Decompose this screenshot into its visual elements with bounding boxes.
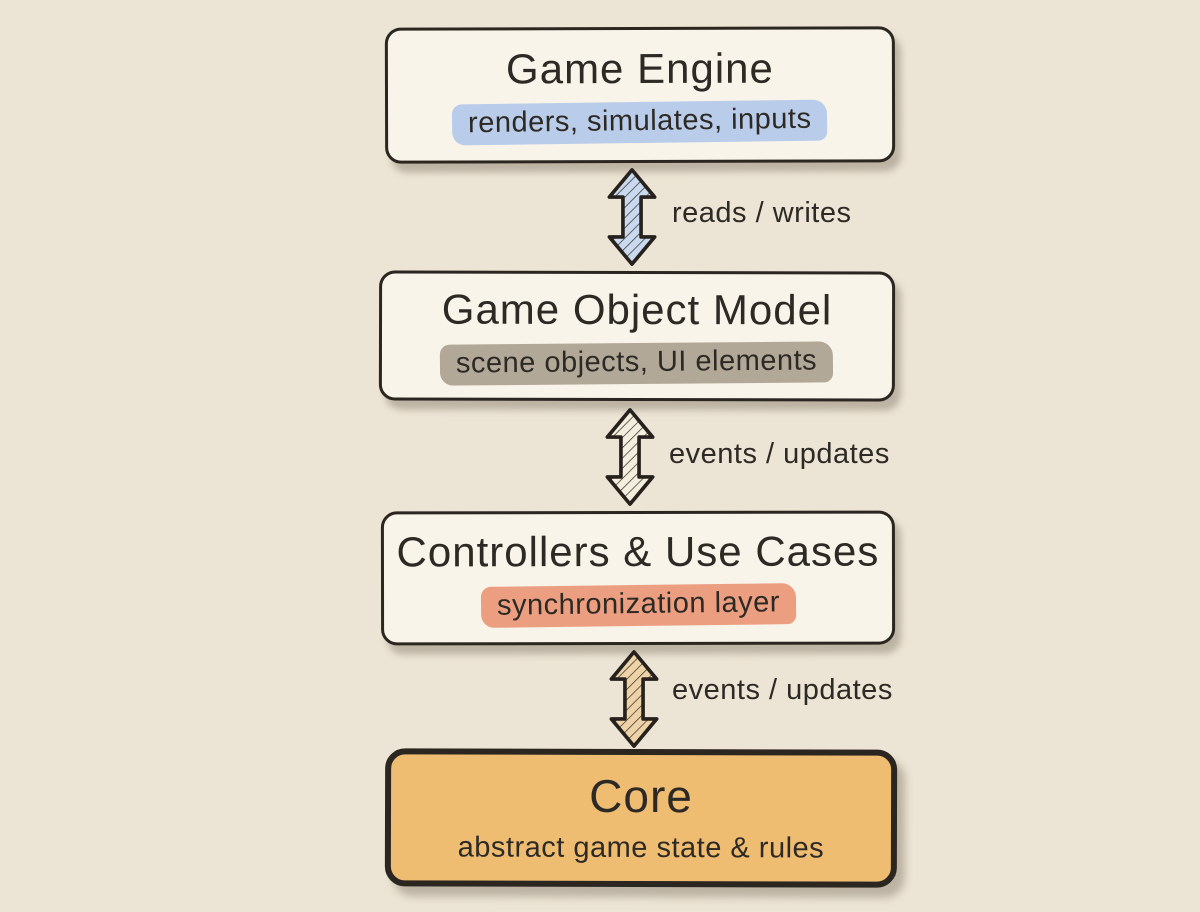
layer-title: Game Engine xyxy=(505,44,774,93)
layer-subtitle: synchronization layer xyxy=(480,583,796,629)
layer-box-game-object-model: Game Object Model scene objects, UI elem… xyxy=(378,270,896,402)
layer-box-controllers-use-cases: Controllers & Use Cases synchronization … xyxy=(380,510,896,646)
layer-subtitle: abstract game state & rules xyxy=(457,831,825,865)
subtitle-highlight-gray: scene objects, UI elements xyxy=(440,341,834,387)
layer-box-core: Core abstract game state & rules xyxy=(384,748,898,888)
subtitle-highlight-blue: renders, simulates, inputs xyxy=(452,99,829,147)
layer-subtitle: scene objects, UI elements xyxy=(440,341,834,387)
arrow-label-events-updates: events / updates xyxy=(672,674,893,706)
layer-title: Core xyxy=(589,769,693,823)
double-arrow-icon xyxy=(605,408,655,506)
double-arrow-icon xyxy=(609,650,659,748)
layer-box-game-engine: Game Engine renders, simulates, inputs xyxy=(384,26,896,164)
subtitle-highlight-salmon: synchronization layer xyxy=(480,583,796,629)
layer-subtitle: renders, simulates, inputs xyxy=(452,99,829,147)
double-arrow-icon xyxy=(607,168,657,266)
arrow-label-reads-writes: reads / writes xyxy=(672,197,852,229)
layer-title: Game Object Model xyxy=(441,285,833,334)
arrow-label-events-updates: events / updates xyxy=(669,438,890,470)
layer-title: Controllers & Use Cases xyxy=(396,527,880,576)
